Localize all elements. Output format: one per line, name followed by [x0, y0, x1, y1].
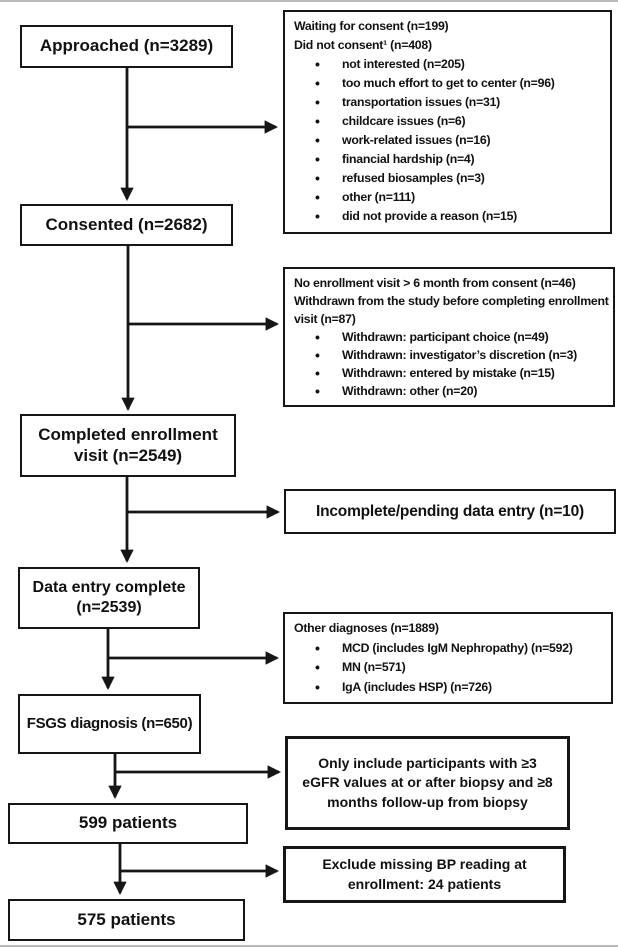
bullet-item: childcare issues (n=6): [294, 112, 606, 131]
bullet-item: Withdrawn: participant choice (n=49): [294, 328, 609, 346]
box-approached: Approached (n=3289): [20, 25, 233, 68]
sidebox-bp-exclusion: Exclude missing BP reading at enrollment…: [283, 846, 566, 903]
bullet-item: MN (n=571): [294, 658, 607, 678]
box-consented: Consented (n=2682): [20, 204, 233, 246]
sidebox-withdrawal-reasons: No enrollment visit > 6 month from conse…: [283, 267, 615, 407]
sidebox-consent-status: Waiting for consent (n=199) Did not cons…: [283, 10, 612, 234]
sidebox-egfr-criteria: Only include participants with ≥3 eGFR v…: [285, 736, 570, 830]
other-diagnoses-line: Other diagnoses (n=1889): [294, 621, 439, 635]
egfr-criteria-label: Only include participants with ≥3 eGFR v…: [302, 755, 553, 810]
bullet-item: Withdrawn: other (n=20): [294, 382, 609, 400]
box-completed-enrollment: Completed enrollment visit (n=2549): [20, 414, 236, 477]
bp-exclusion-label: Exclude missing BP reading at enrollment…: [322, 856, 527, 892]
incomplete-data-entry-label: Incomplete/pending data entry (n=10): [316, 502, 584, 520]
other-diagnoses-list: MCD (includes IgM Nephropathy) (n=592) M…: [294, 639, 607, 698]
scan-edge-bottom: [0, 945, 618, 947]
box-data-entry-complete-label: Data entry complete (n=2539): [32, 579, 186, 616]
withdrawal-line: No enrollment visit > 6 month from conse…: [294, 276, 576, 290]
consent-status-line: Waiting for consent (n=199): [294, 19, 449, 33]
box-fsgs-diagnosis: FSGS diagnosis (n=650): [18, 694, 201, 754]
scan-edge-top: [0, 0, 618, 2]
bullet-item: Withdrawn: entered by mistake (n=15): [294, 364, 609, 382]
box-consented-label: Consented (n=2682): [45, 214, 208, 234]
bullet-item: did not provide a reason (n=15): [294, 207, 606, 226]
sidebox-other-diagnoses: Other diagnoses (n=1889) MCD (includes I…: [283, 612, 613, 704]
bullet-item: financial hardship (n=4): [294, 150, 606, 169]
bullet-item: IgA (includes HSP) (n=726): [294, 678, 607, 698]
bullet-item: other (n=111): [294, 188, 606, 207]
bullet-item: Withdrawn: investigator’s discretion (n=…: [294, 346, 609, 364]
box-data-entry-complete: Data entry complete (n=2539): [18, 567, 200, 629]
bullet-item: MCD (includes IgM Nephropathy) (n=592): [294, 639, 607, 659]
box-fsgs-diagnosis-label: FSGS diagnosis (n=650): [26, 714, 193, 732]
bullet-item: refused biosamples (n=3): [294, 169, 606, 188]
withdrawal-line: Withdrawn from the study before completi…: [294, 294, 609, 326]
box-completed-enrollment-label: Completed enrollment visit (n=2549): [38, 424, 218, 465]
box-599-patients-label: 599 patients: [78, 813, 178, 833]
box-575-patients-label: 575 patients: [77, 909, 176, 929]
withdrawal-reason-list: Withdrawn: participant choice (n=49) Wit…: [294, 328, 609, 400]
box-approached-label: Approached (n=3289): [39, 36, 214, 56]
bullet-item: work-related issues (n=16): [294, 131, 606, 150]
bullet-item: not interested (n=205): [294, 55, 606, 74]
sidebox-incomplete-data-entry: Incomplete/pending data entry (n=10): [284, 489, 616, 534]
box-575-patients: 575 patients: [8, 899, 245, 941]
bullet-item: too much effort to get to center (n=96): [294, 74, 606, 93]
consent-reason-list: not interested (n=205) too much effort t…: [294, 55, 606, 226]
bullet-item: transportation issues (n=31): [294, 93, 606, 112]
box-599-patients: 599 patients: [8, 803, 248, 844]
consent-status-line: Did not consent¹ (n=408): [294, 38, 432, 52]
